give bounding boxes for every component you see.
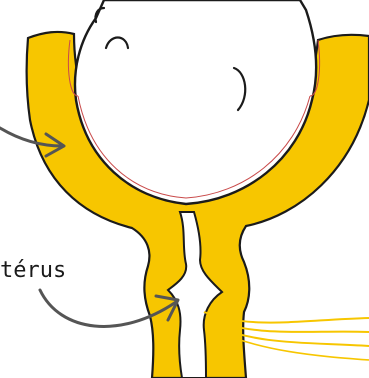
uterus-label: térus: [0, 258, 66, 283]
